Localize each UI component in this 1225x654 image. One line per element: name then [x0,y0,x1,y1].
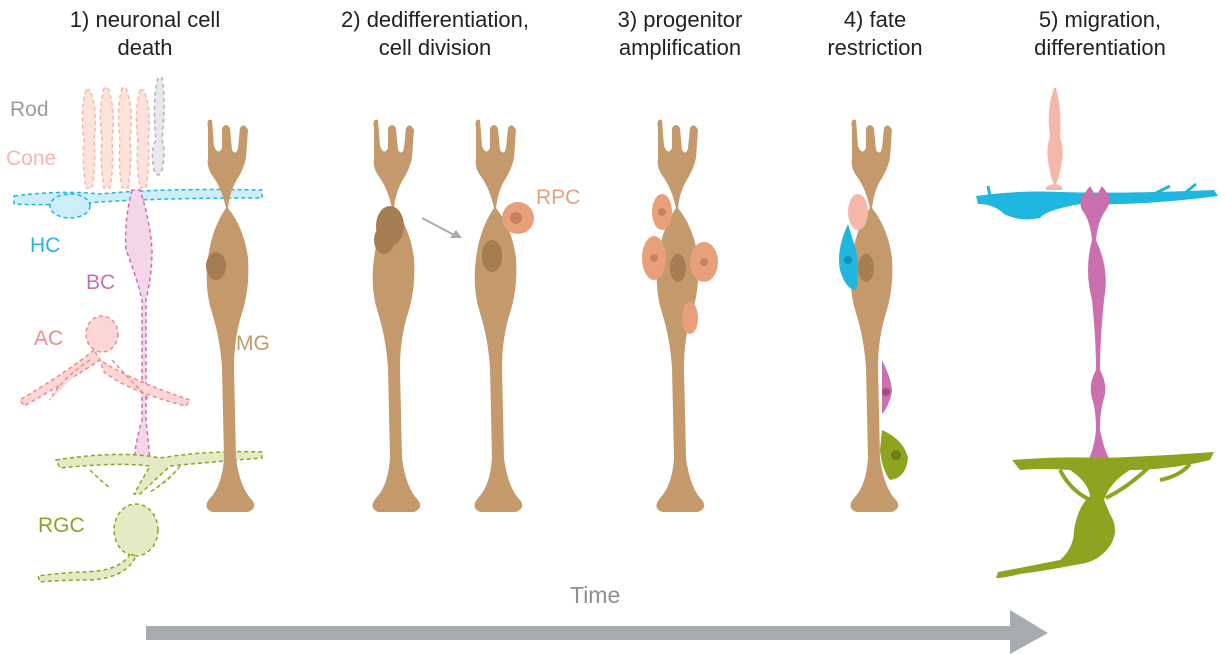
time-arrow [0,0,1225,654]
